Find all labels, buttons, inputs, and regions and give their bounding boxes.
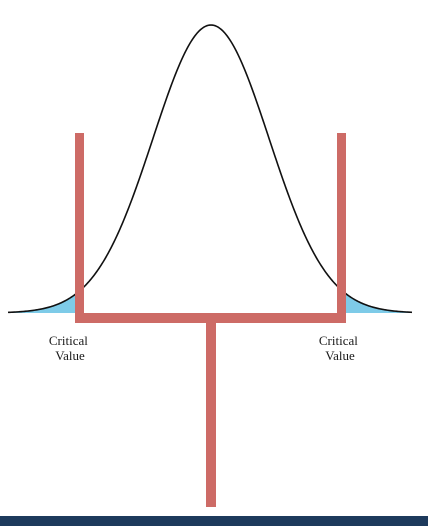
right-critical-value-label: Critical Value [319, 333, 361, 363]
goalpost-left-upright [75, 133, 84, 323]
right-label-line2: Value [325, 348, 355, 363]
goalpost [75, 133, 346, 507]
left-rejection-region [8, 286, 84, 313]
goalpost-crossbar [75, 313, 346, 323]
goalpost-stem [206, 323, 216, 507]
left-label-line2: Value [55, 348, 85, 363]
right-label-line1: Critical [319, 333, 358, 348]
bottom-bar [0, 516, 428, 526]
right-rejection-region [337, 285, 412, 313]
goalpost-right-upright [337, 133, 346, 323]
left-label-line1: Critical [49, 333, 88, 348]
normal-distribution-curve [7, 24, 413, 314]
left-critical-value-label: Critical Value [49, 333, 91, 363]
